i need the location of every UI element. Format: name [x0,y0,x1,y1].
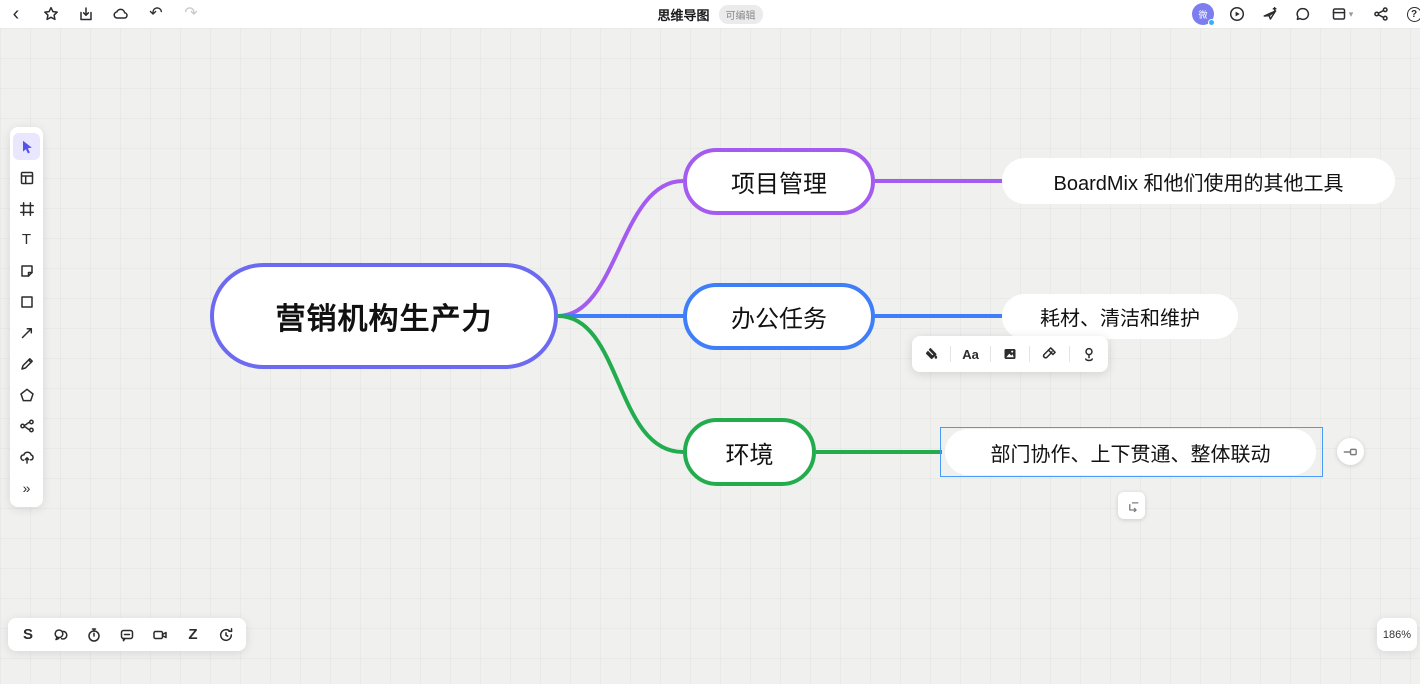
shape-tool[interactable] [13,288,40,315]
add-child-node-button[interactable] [1118,492,1145,519]
history-icon[interactable] [213,622,239,648]
cloud-sync-icon[interactable] [111,4,131,24]
online-status-dot [1208,19,1215,26]
leaf-node-label: 耗材、清洁和维护 [1040,308,1200,330]
layout-caret-icon: ▾ [1348,8,1354,19]
toolbar-separator [1029,346,1031,362]
redo-icon[interactable]: ↷ [184,5,198,22]
connector-root-to-env [557,314,684,454]
share-icon[interactable] [1371,4,1391,24]
play-presentation-icon[interactable] [1227,4,1247,24]
mindmap-tool[interactable] [13,412,40,439]
selection-outline[interactable] [940,427,1323,477]
text-tool[interactable]: T [21,231,32,248]
floating-format-toolbar: Aa [912,336,1108,372]
favorite-star-icon[interactable] [41,4,61,24]
polygon-tool[interactable] [13,381,40,408]
zoom-level-badge[interactable]: 186% [1377,618,1417,651]
branch-node-project-management[interactable]: 项目管理 [683,148,875,215]
left-tool-palette: T » [10,127,43,507]
anchor-pin-icon[interactable] [1076,341,1102,367]
branch-node-label: 办公任务 [731,306,827,333]
branch-node-environment[interactable]: 环境 [683,418,816,486]
more-tools-chevrons[interactable]: » [22,479,31,496]
topbar-right-group: 微 ▾ ? [1192,3,1420,26]
topbar-left-group: ‹ ↶ ↷ [0,4,201,24]
text-style-icon[interactable]: Aa [962,346,979,362]
top-bar: ‹ ↶ ↷ 思维导图 可编辑 微 ▾ [0,0,1420,28]
fill-color-icon[interactable] [918,341,944,367]
comment-chat-icon[interactable] [1293,4,1313,24]
format-painter-icon[interactable] [1036,341,1062,367]
whiteboard-canvas[interactable]: 营销机构生产力 项目管理 BoardMix 和他们使用的其他工具 办公任务 耗材… [0,28,1420,684]
collapse-node-handle[interactable] [1337,438,1364,465]
branch-node-office-tasks[interactable]: 办公任务 [683,283,875,350]
leaf-node-boardmix-tools[interactable]: BoardMix 和他们使用的其他工具 [1002,158,1395,204]
mindmap-root-node[interactable]: 营销机构生产力 [210,263,558,369]
editable-badge: 可编辑 [718,4,763,24]
import-icon[interactable] [76,4,96,24]
toolbar-separator [989,346,991,362]
flow-path-icon[interactable]: S [22,626,33,643]
zoom-level-value: 186% [1382,628,1412,641]
demo-guide-icon[interactable] [1260,4,1280,24]
toolbar-separator [1068,346,1070,362]
branch-node-label: 环境 [725,441,774,469]
comments-icon[interactable] [48,622,74,648]
branch-node-label: 项目管理 [731,171,827,198]
connector-root-to-project [557,179,684,318]
toolbar-separator [950,346,952,362]
select-tool[interactable] [13,133,40,160]
help-icon[interactable]: ? [1404,4,1420,24]
video-call-icon[interactable] [147,622,173,648]
avatar-initial: 微 [1198,9,1208,20]
leaf-node-collaboration-selected[interactable]: 部门协作、上下贯通、整体联动 [945,429,1316,475]
leaf-node-supplies[interactable]: 耗材、清洁和维护 [1002,294,1238,339]
template-tool[interactable] [13,164,40,191]
frame-tool[interactable] [13,195,40,222]
root-node-label: 营销机构生产力 [275,303,493,336]
bottom-utility-bar: S Z [8,618,246,651]
undo-icon[interactable]: ↶ [149,5,163,22]
mindmap-connectors [557,179,1004,454]
leaf-node-label: BoardMix 和他们使用的其他工具 [1053,172,1344,195]
timer-icon[interactable] [81,622,107,648]
user-avatar[interactable]: 微 [1192,3,1215,26]
insert-image-icon[interactable] [997,341,1023,367]
feedback-icon[interactable] [114,622,140,648]
upload-tool[interactable] [13,443,40,470]
layout-panel-icon[interactable]: ▾ [1326,4,1358,24]
arrow-line-tool[interactable] [13,319,40,346]
leaf-node-label: 部门协作、上下贯通、整体联动 [990,443,1271,466]
z-shortcut-icon[interactable]: Z [188,626,198,643]
sticky-note-tool[interactable] [13,257,40,284]
pencil-tool[interactable] [13,350,40,377]
back-icon[interactable]: ‹ [12,3,20,25]
document-title: 思维导图 [657,7,710,23]
